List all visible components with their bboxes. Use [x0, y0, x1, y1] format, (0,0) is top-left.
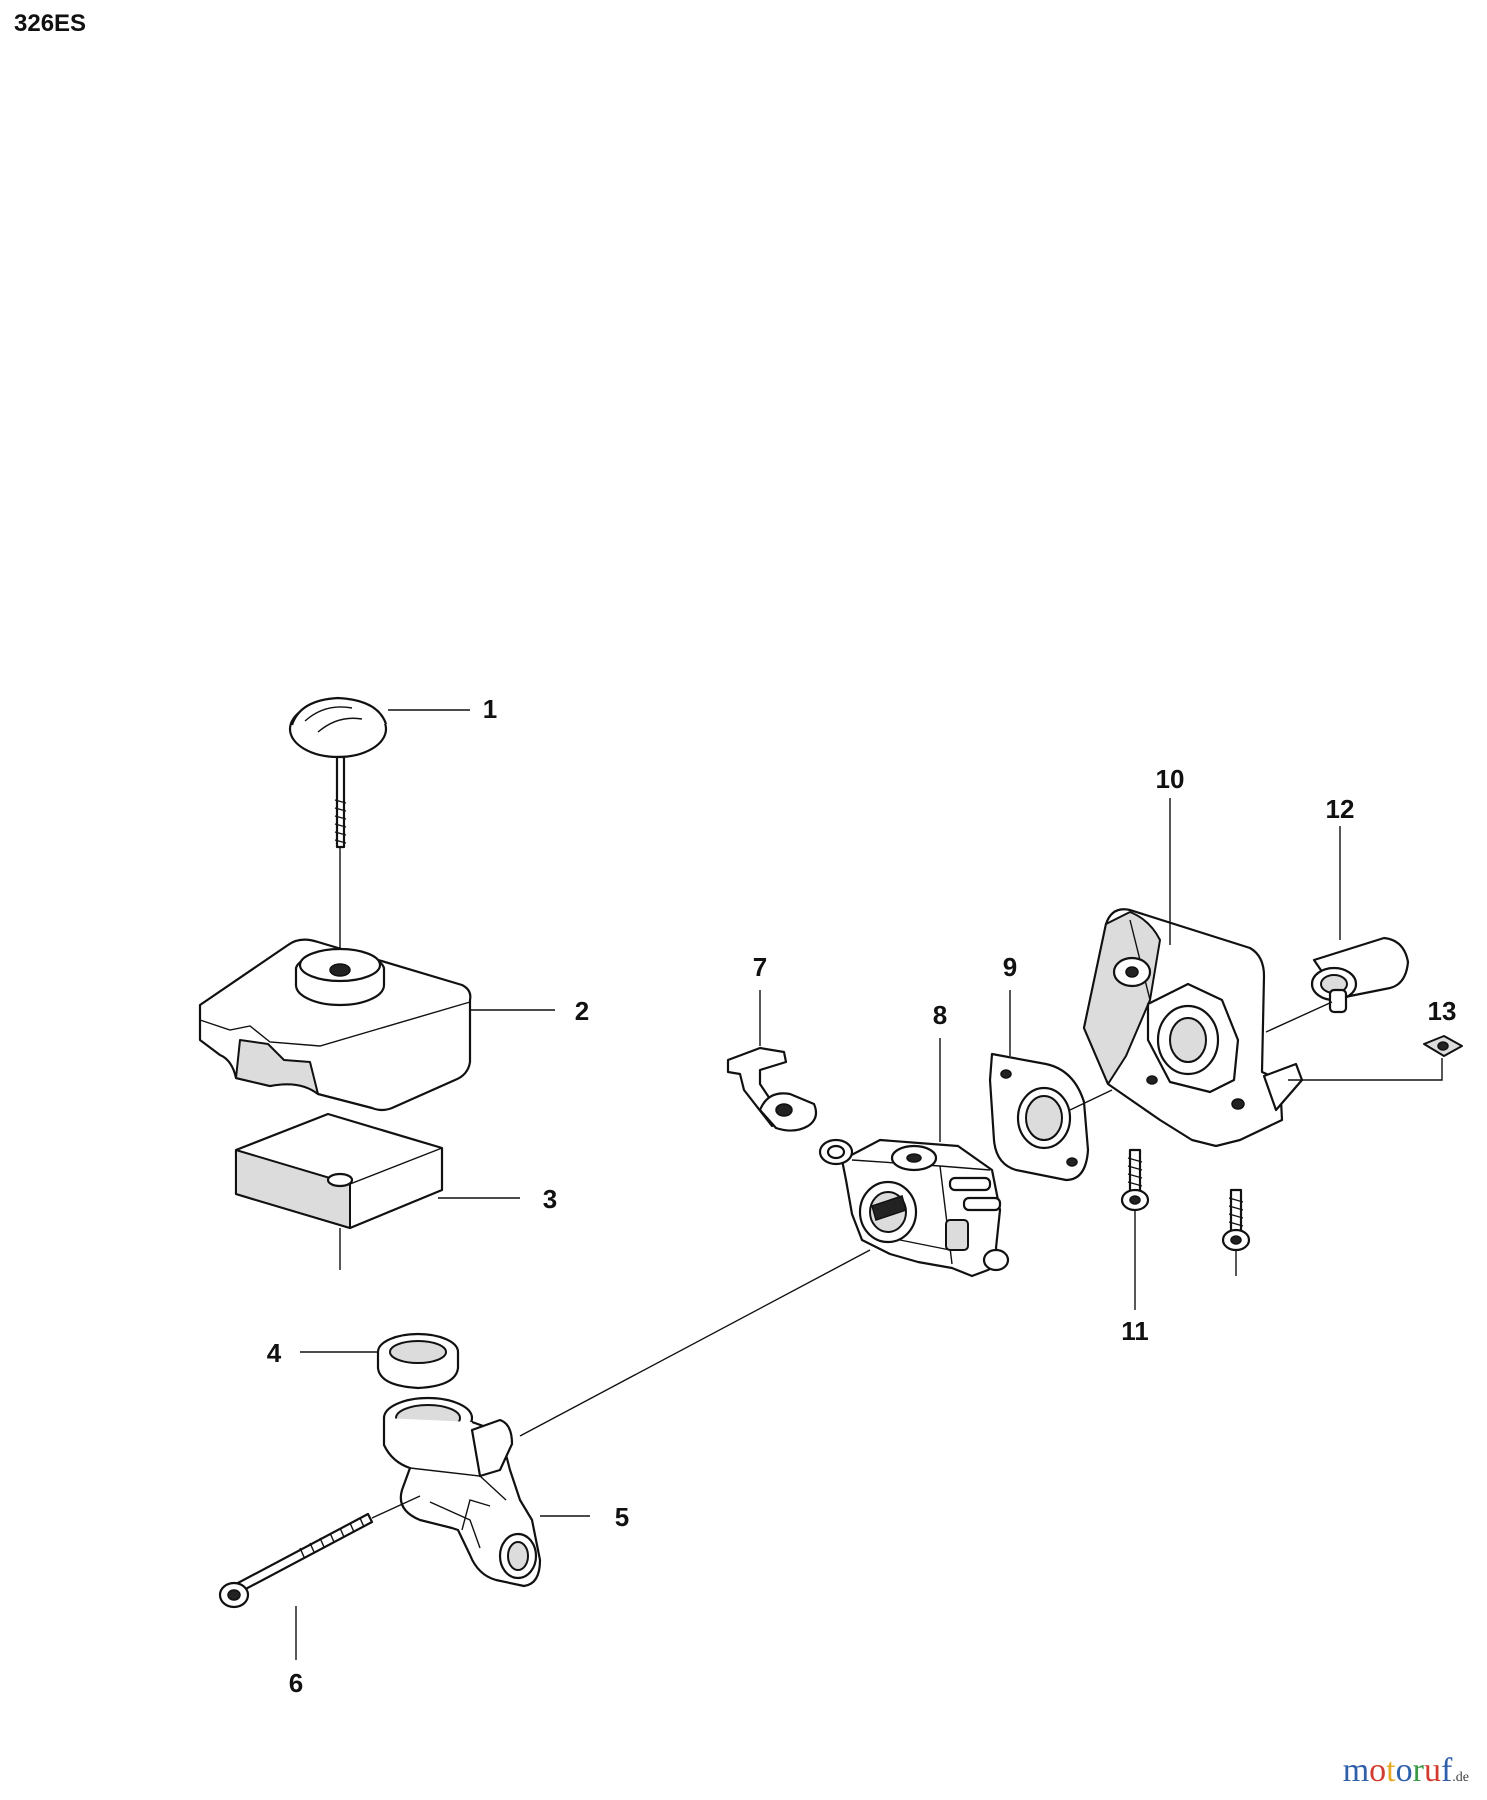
callout-3: 3 — [543, 1184, 557, 1214]
callout-6: 6 — [289, 1668, 303, 1698]
callout-13: 13 — [1428, 996, 1457, 1026]
part-11-screws — [1120, 1148, 1251, 1252]
part-7-choke-lever — [726, 1046, 818, 1132]
part-13-nut — [1423, 1035, 1463, 1057]
part-10-filter-housing — [1069, 908, 1304, 1148]
model-label: 326ES — [14, 10, 87, 37]
callout-2: 2 — [575, 996, 589, 1026]
part-2-filter-cover — [198, 938, 472, 1112]
part-12-sleeve — [1310, 936, 1410, 1014]
watermark-letter: f — [1440, 1752, 1453, 1789]
callout-1: 1 — [483, 694, 497, 724]
leader-lines — [295, 709, 1443, 1660]
watermark-letters: motoruf — [1343, 1752, 1453, 1789]
callout-11: 11 — [1121, 1316, 1149, 1346]
watermark-suffix: .de — [1452, 1770, 1469, 1785]
part-1-cap-knob — [288, 696, 388, 990]
part-5-intake-elbow — [382, 1396, 542, 1588]
watermark-letter: t — [1386, 1752, 1396, 1789]
callout-9: 9 — [1003, 952, 1017, 982]
callout-7: 7 — [753, 952, 767, 982]
callout-5: 5 — [615, 1502, 629, 1532]
part-3-filter-element — [234, 1112, 444, 1270]
watermark-letter: r — [1412, 1752, 1424, 1789]
callout-10: 10 — [1156, 764, 1185, 794]
callout-12: 12 — [1326, 794, 1355, 824]
watermark-letter: u — [1423, 1752, 1441, 1789]
part-8-carburetor — [818, 1138, 1010, 1278]
watermark-letter: o — [1369, 1752, 1387, 1789]
callout-numbers: 1 2 3 4 5 6 7 8 9 10 11 12 13 — [267, 694, 1457, 1698]
callout-4: 4 — [267, 1338, 282, 1368]
part-4-seal-ring — [376, 1332, 460, 1390]
watermark-letter: m — [1342, 1752, 1370, 1789]
watermark-logo: motoruf.de — [1343, 1752, 1469, 1790]
part-9-gasket — [988, 1052, 1090, 1182]
part-6-long-screw — [218, 1495, 421, 1609]
callout-8: 8 — [933, 1000, 947, 1030]
watermark-letter: o — [1395, 1752, 1413, 1789]
